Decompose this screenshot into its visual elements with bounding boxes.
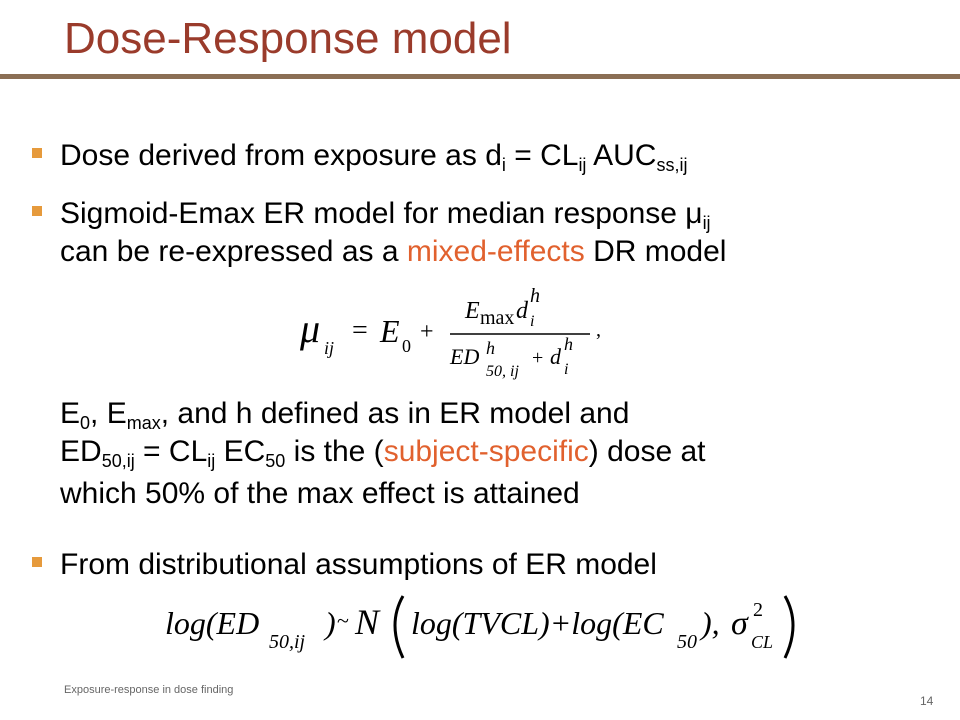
title-divider bbox=[0, 74, 960, 79]
eq-sub-ij: ij bbox=[324, 338, 334, 358]
eq-mu: μ bbox=[300, 306, 320, 351]
eq-sub-0: 0 bbox=[402, 336, 411, 356]
eq2-tilde: ~ bbox=[337, 608, 349, 633]
eq-num-h: h bbox=[530, 285, 540, 307]
eq-comma: , bbox=[596, 319, 601, 341]
eq-num-max: max bbox=[480, 307, 514, 329]
subscript: 0 bbox=[80, 413, 91, 433]
eq2-close2: ), bbox=[699, 605, 720, 641]
eq2-log-tvcl: log(TVCL)+log(EC bbox=[411, 605, 664, 641]
paragraph-line3: which 50% of the max effect is attained bbox=[60, 477, 580, 510]
para-text: , E bbox=[90, 397, 127, 430]
paragraph-line1: E0, Emax, and h defined as in ER model a… bbox=[60, 396, 629, 432]
para-text: EC bbox=[215, 435, 266, 468]
subscript: ss,ij bbox=[656, 155, 688, 175]
eq-plus: + bbox=[420, 319, 434, 345]
eq2-close: ) bbox=[323, 605, 336, 641]
distribution-equation: log(ED 50,ij ) ~ N log(TVCL)+log(EC 50 )… bbox=[165, 595, 795, 659]
bullet-text: can be re-expressed as a bbox=[60, 235, 407, 268]
bullet-sigmoid-line2: can be re-expressed as a mixed-effects D… bbox=[60, 234, 726, 270]
eq-num-E: E bbox=[464, 298, 480, 324]
bullet-text: Dose derived from exposure as d bbox=[60, 139, 502, 172]
highlight-mixed-effects: mixed-effects bbox=[406, 235, 585, 268]
eq-equals: = bbox=[352, 315, 368, 346]
eq2-right-paren bbox=[783, 595, 795, 659]
eq2-sub-50: 50 bbox=[677, 631, 697, 653]
para-text: = CL bbox=[134, 435, 208, 468]
bullet-text: DR model bbox=[584, 235, 727, 268]
dose-response-equation: μ ij = E 0 + E max d h i ED h 50, ij + d… bbox=[300, 285, 601, 380]
footer-text: Exposure-response in dose finding bbox=[64, 684, 234, 696]
eq2-sigma-sub: CL bbox=[751, 632, 773, 652]
bullet-text: Sigmoid-Emax ER model for median respons… bbox=[60, 197, 703, 230]
paragraph-line2: ED50,ij = CLij EC50 is the (subject-spec… bbox=[60, 434, 706, 470]
bullet-dose-derived: Dose derived from exposure as di = CLij … bbox=[60, 138, 687, 174]
eq-den-h2: h bbox=[564, 334, 573, 354]
eq-den-h: h bbox=[486, 338, 495, 358]
bullet-sigmoid-line1: Sigmoid-Emax ER model for median respons… bbox=[60, 196, 711, 232]
eq-num-i: i bbox=[530, 313, 534, 330]
eq2-left-paren bbox=[393, 595, 405, 659]
para-text: , and h defined as in ER model and bbox=[160, 397, 630, 430]
eq2-sigma: σ bbox=[731, 605, 749, 642]
eq-den-ED: ED bbox=[449, 344, 479, 369]
bullet-marker bbox=[32, 557, 42, 567]
bullet-text: = CL bbox=[505, 139, 579, 172]
subscript: 50,ij bbox=[101, 451, 135, 471]
eq2-sub-50ij: 50,ij bbox=[269, 631, 306, 653]
eq2-log-ed: log(ED bbox=[165, 605, 259, 641]
subscript: i bbox=[501, 155, 506, 175]
eq2-sigma-sup: 2 bbox=[753, 599, 763, 621]
slide-title: Dose-Response model bbox=[64, 14, 512, 63]
eq-den-plus: + bbox=[532, 347, 543, 369]
eq2-N: N bbox=[354, 602, 381, 642]
eq-den-i: i bbox=[564, 361, 568, 378]
subscript: ij bbox=[702, 213, 711, 233]
eq-E: E bbox=[379, 313, 400, 349]
bullet-marker bbox=[32, 148, 42, 158]
bullet-marker bbox=[32, 206, 42, 216]
highlight-subject-specific: subject-specific bbox=[383, 435, 589, 468]
para-text: is the ( bbox=[285, 435, 384, 468]
subscript: ij bbox=[207, 451, 216, 471]
para-text: ) dose at bbox=[588, 435, 706, 468]
para-text: ED bbox=[60, 435, 102, 468]
eq-den-d: d bbox=[550, 344, 562, 369]
eq-num-d: d bbox=[516, 298, 529, 324]
eq-den-50ij: 50, ij bbox=[486, 363, 519, 380]
subscript: max bbox=[126, 413, 161, 433]
bullet-text: AUC bbox=[586, 139, 657, 172]
subscript: ij bbox=[578, 155, 587, 175]
para-text: E bbox=[60, 397, 81, 430]
page-number: 14 bbox=[920, 694, 934, 708]
bullet-distributional: From distributional assumptions of ER mo… bbox=[60, 548, 657, 581]
subscript: 50 bbox=[265, 451, 286, 471]
